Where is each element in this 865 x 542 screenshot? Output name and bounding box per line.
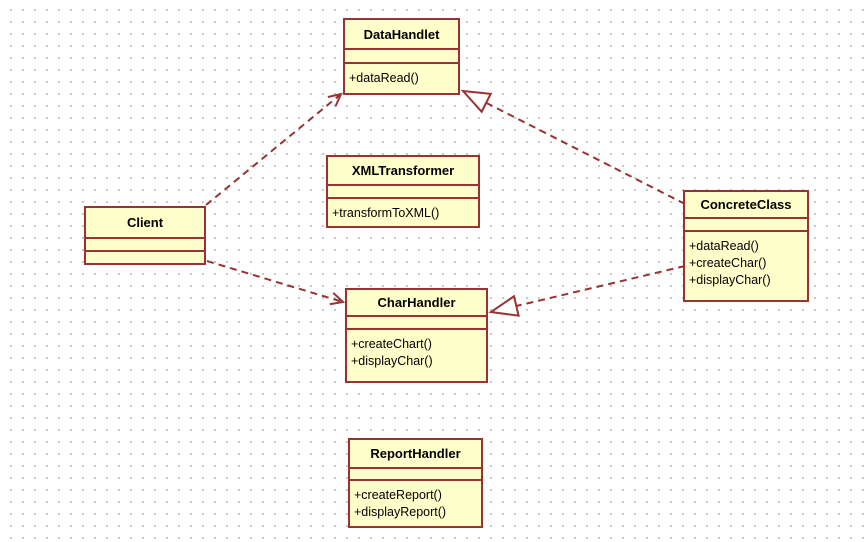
class-box-datahandlet[interactable]: DataHandlet +dataRead(): [343, 18, 460, 95]
class-title: ConcreteClass: [700, 197, 792, 212]
realization-concreteclass-to-charhandler[interactable]: [488, 265, 686, 317]
class-box-charhandler[interactable]: CharHandler +createChart() +displayChar(…: [345, 288, 488, 383]
class-title: Client: [126, 215, 164, 230]
class-title: DataHandlet: [363, 26, 440, 42]
attributes-compartment[interactable]: [86, 237, 204, 250]
class-method: +dataRead(): [689, 239, 759, 253]
class-box-xmltransformer[interactable]: XMLTransformer +transformToXML(): [326, 155, 480, 228]
class-method: +transformToXML(): [332, 206, 440, 220]
methods-compartment[interactable]: +createReport() +displayReport(): [350, 479, 481, 526]
class-method: +displayReport(): [354, 505, 447, 519]
class-title: XMLTransformer: [351, 163, 455, 178]
class-method: +dataRead(): [349, 71, 419, 85]
methods-compartment[interactable]: +dataRead(): [345, 62, 458, 93]
class-box-reporthandler[interactable]: ReportHandler +createReport() +displayRe…: [348, 438, 483, 528]
class-box-client[interactable]: Client: [84, 206, 206, 265]
class-box-concreteclass[interactable]: ConcreteClass +dataRead() +createChar() …: [683, 190, 809, 302]
attributes-compartment[interactable]: [345, 48, 458, 62]
class-method: +createReport(): [354, 488, 442, 502]
class-method: +displayChar(): [351, 354, 433, 368]
methods-compartment[interactable]: +transformToXML(): [328, 197, 478, 226]
class-method: +createChart(): [351, 337, 432, 351]
dependency-client-to-datahandlet[interactable]: [205, 92, 343, 206]
class-method: +createChar(): [689, 256, 767, 270]
class-method: +displayChar(): [689, 273, 771, 287]
class-title: ReportHandler: [370, 446, 461, 461]
methods-compartment[interactable]: [86, 250, 204, 263]
dependency-client-to-charhandler[interactable]: [206, 260, 346, 306]
attributes-compartment[interactable]: [328, 184, 478, 197]
realization-concreteclass-to-datahandlet[interactable]: [460, 89, 686, 205]
methods-compartment[interactable]: +dataRead() +createChar() +displayChar(): [685, 230, 807, 300]
attributes-compartment[interactable]: [685, 217, 807, 230]
attributes-compartment[interactable]: [350, 467, 481, 479]
class-title: CharHandler: [377, 295, 456, 310]
attributes-compartment[interactable]: [347, 315, 486, 328]
methods-compartment[interactable]: +createChart() +displayChar(): [347, 328, 486, 381]
